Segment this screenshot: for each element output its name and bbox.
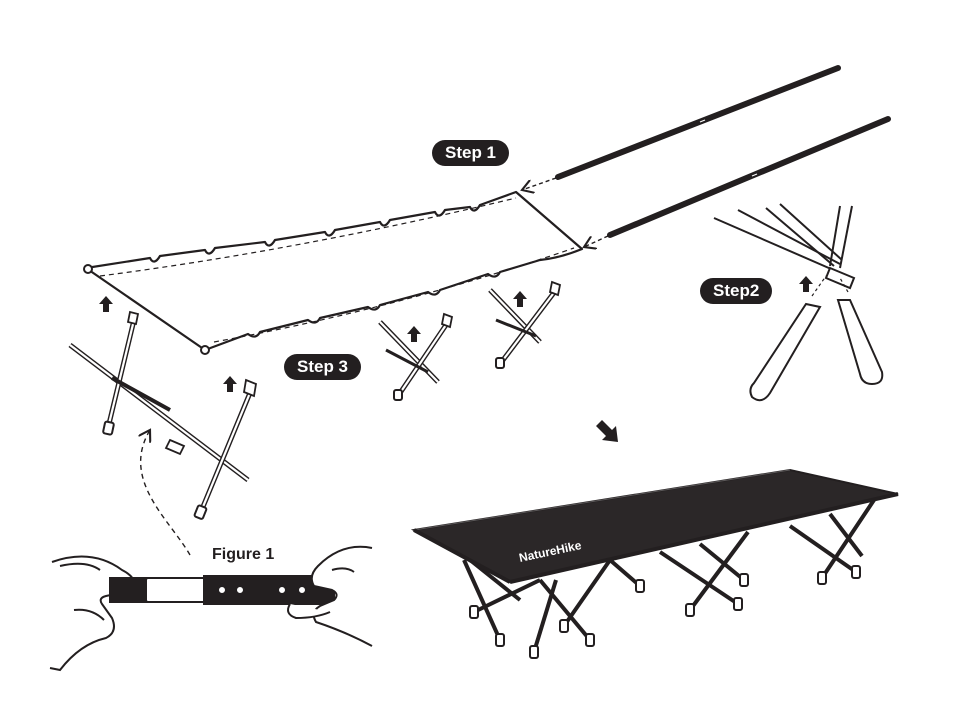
down-right-arrow-icon [596,420,618,442]
up-arrow-icon [99,276,813,392]
figure1-caption: Figure 1 [212,546,275,563]
leg-frame-right [488,280,562,369]
step1-label: Step 1 [432,140,510,166]
cot-legs [462,498,876,659]
step3-label: Step 3 [284,354,362,380]
figure1-hands-pole [49,545,373,672]
cot-fabric-sheet [83,190,584,355]
cot-fabric-top [410,468,899,584]
assembled-cot: NatureHike [410,468,899,659]
step2-label: Step2 [700,278,773,304]
pole-joint-detail [713,203,884,402]
side-rod-upper [555,65,841,180]
insertion-arrows [522,177,609,247]
side-rod-lower [607,116,891,238]
leg-frame-large [68,310,258,520]
leg-frame-middle [378,312,454,401]
